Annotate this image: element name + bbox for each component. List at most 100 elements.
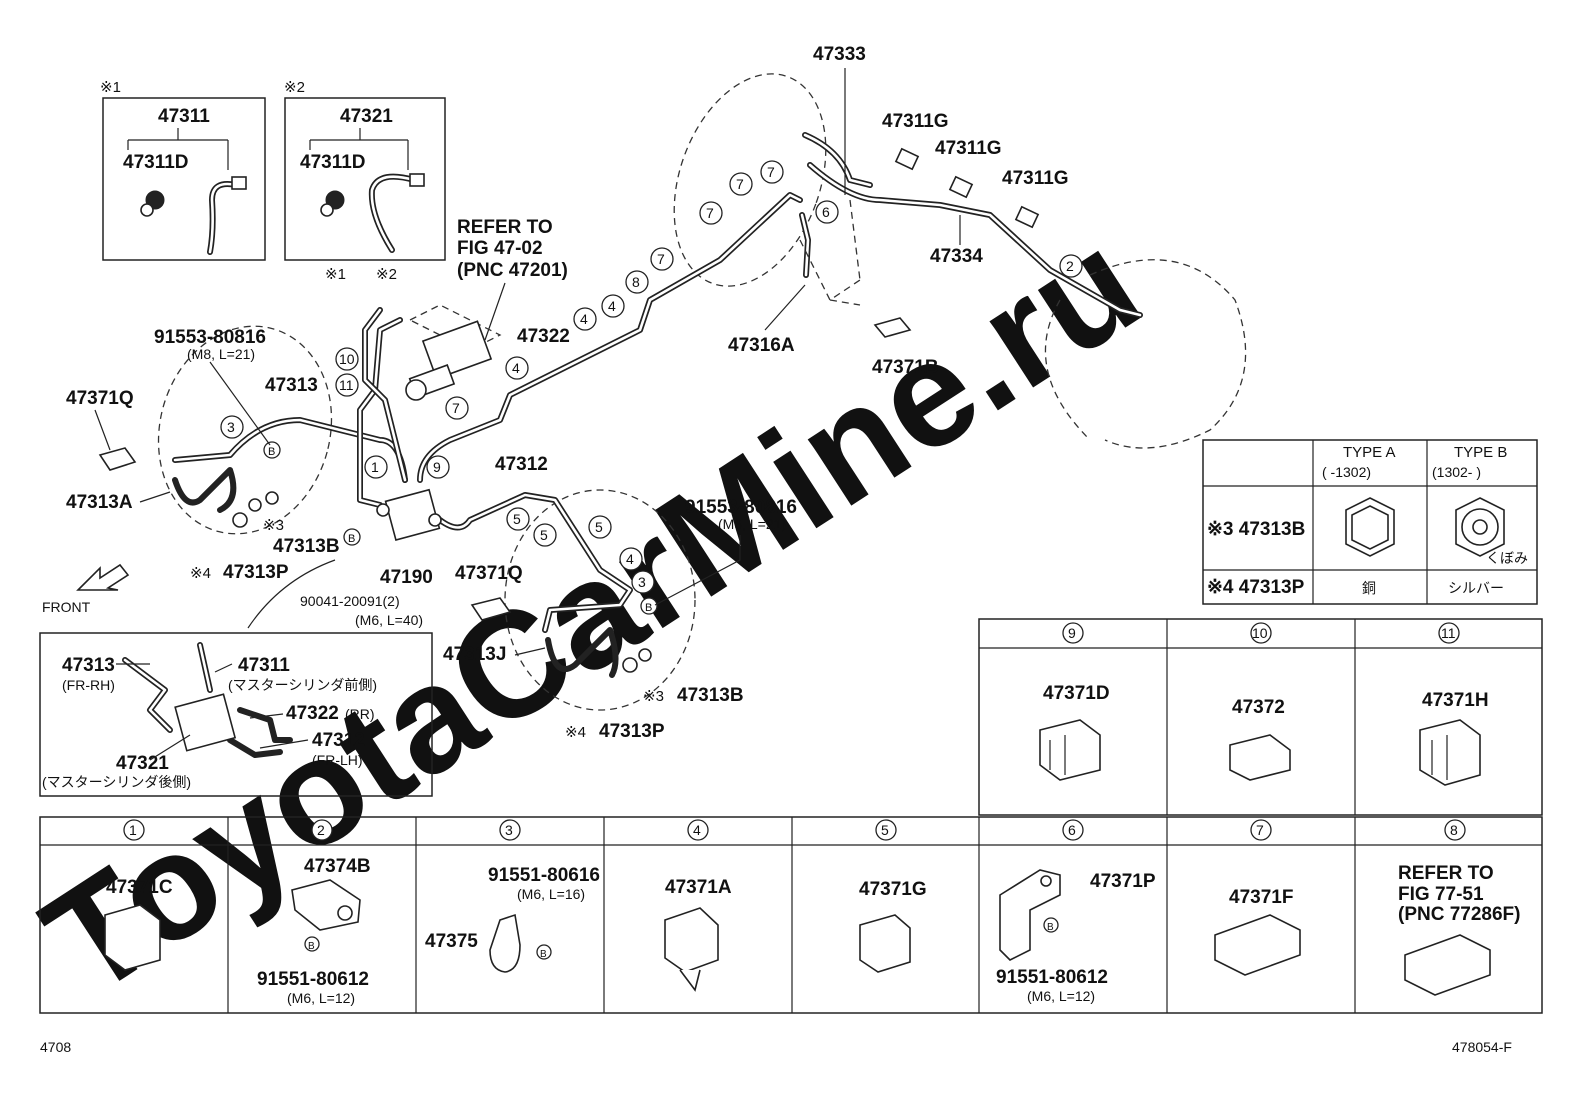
label-47313p-left: 47313P [223,562,289,583]
svg-text:B: B [645,602,652,614]
inset-1-mark: ※1 [100,79,121,96]
callout-11a: 11 [335,373,359,397]
panel-5: 5 47371G [859,819,927,973]
type-a-range: ( -1302) [1322,464,1371,480]
clip-panels-upper: 9 47371D 10 47372 11 47371H [978,618,1543,816]
label-47190: 47190 [380,567,433,588]
svg-text:10: 10 [339,351,355,367]
mark-3-left: ※3 [263,517,284,534]
detail-47313-sub: (FR-RH) [62,677,115,693]
bolt-mark-b2: B [343,528,361,546]
label-47334: 47334 [930,246,983,267]
callout-2a: 2 [1059,254,1083,278]
svg-text:4: 4 [608,298,616,314]
brake-pipes [172,132,1143,678]
label-47313b-left: 47313B [273,536,340,557]
svg-text:2: 2 [317,822,325,838]
callout-8a: 8 [625,270,649,294]
svg-text:(M6, L=16): (M6, L=16) [517,886,585,902]
svg-text:3: 3 [638,574,646,590]
svg-text:9: 9 [1068,625,1076,641]
detail-47322: 47322 [286,703,339,724]
proportioning-valve [376,488,442,541]
svg-text:REFER TO: REFER TO [1398,863,1494,884]
row-47313b-label: ※3 47313B [1207,519,1305,540]
svg-text:47374B: 47374B [304,856,371,877]
inset-2-part-side: 47311D [300,152,366,173]
callout-4d: 4 [619,547,643,571]
callout-4b: 4 [573,307,597,331]
svg-text:5: 5 [513,511,521,527]
refer-fig-47-02: REFER TO FIG 47-02 (PNC 47201) [457,217,568,341]
svg-text:7: 7 [1256,822,1264,838]
callout-7c: 7 [699,201,723,225]
svg-text:47371A: 47371A [665,877,732,898]
svg-text:B: B [268,446,275,458]
panel-2: 2 47374B B 91551-80612 (M6, L=12) [257,819,371,1006]
label-47371b: 47371B [872,357,939,378]
svg-text:47371P: 47371P [1090,871,1156,892]
label-47313j: 47313J [443,644,506,665]
svg-text:8: 8 [1450,822,1458,838]
label-47333: 47333 [813,44,866,65]
svg-text:1: 1 [129,822,137,838]
label-47311g-2: 47311G [935,138,1002,159]
refer-line-3: (PNC 47201) [457,260,568,281]
callout-6a: 6 [815,200,839,224]
svg-text:47371H: 47371H [1422,690,1489,711]
svg-text:7: 7 [706,205,714,221]
callout-5a: 5 [506,507,530,531]
svg-text:4: 4 [693,822,701,838]
svg-text:1: 1 [371,459,379,475]
svg-text:7: 7 [736,176,744,192]
label-47312: 47312 [495,454,548,475]
svg-text:9: 9 [433,459,441,475]
svg-text:4: 4 [512,360,520,376]
svg-text:47371F: 47371F [1229,887,1293,908]
panel-6: 6 47371P B 91551-80612 (M6, L=12) [996,819,1156,1004]
svg-text:2: 2 [1066,258,1074,274]
svg-text:10: 10 [1252,625,1268,641]
label-47313a: 47313A [66,492,133,513]
panel-9: 9 47371D [1039,622,1110,781]
svg-text:B: B [1047,922,1054,933]
inset-2: ※2 47321 47311D [284,79,446,261]
label-47313b-right: 47313B [677,685,744,706]
dimple-label: くぼみ [1486,550,1528,566]
inset-1-part-side: 47311D [123,152,189,173]
type-b-header: TYPE B [1454,444,1507,461]
svg-text:4: 4 [626,551,634,567]
svg-text:5: 5 [540,527,548,543]
svg-text:11: 11 [1441,625,1456,641]
callout-7a: 7 [445,396,469,420]
svg-text:91551-80616: 91551-80616 [488,865,600,886]
svg-text:47372: 47372 [1232,697,1285,718]
label-bolt-left-spec: (M8, L=21) [187,346,255,362]
svg-text:(M6, L=12): (M6, L=12) [1027,988,1095,1004]
panel-10: 10 47372 [1229,622,1291,781]
detail-47321-sub: (マスターシリンダ後側) [42,774,191,790]
panel-3: 3 91551-80616 (M6, L=16) 47375 B [425,819,600,973]
mark-4-left: ※4 [190,565,211,582]
master-cylinder [405,304,502,401]
inset-2-mark: ※2 [284,79,305,96]
clip-panels-lower: 1 47371C 2 47374B B 91551-80612 (M6, L=1… [39,816,1543,1014]
label-47371q-right: 47371Q [455,563,523,584]
detail-47321: 47321 [116,753,169,774]
row-47313p-label: ※4 47313P [1207,577,1305,598]
label-47311g-1: 47311G [882,111,949,132]
mark-2-top: ※2 [376,266,397,283]
svg-text:47371G: 47371G [859,879,927,900]
callout-9a: 9 [426,455,450,479]
label-47313: 47313 [265,375,318,396]
svg-text:47371C: 47371C [106,877,173,898]
callout-1a: 1 [364,455,388,479]
detail-47311-sub: (マスターシリンダ前側) [228,677,377,693]
svg-text:5: 5 [881,822,889,838]
type-a-header: TYPE A [1343,444,1396,461]
inset-1: ※1 47311 47311D [100,79,266,261]
label-47311g-3: 47311G [1002,168,1069,189]
svg-text:11: 11 [339,377,354,393]
inset-2-part-top: 47321 [340,106,393,127]
